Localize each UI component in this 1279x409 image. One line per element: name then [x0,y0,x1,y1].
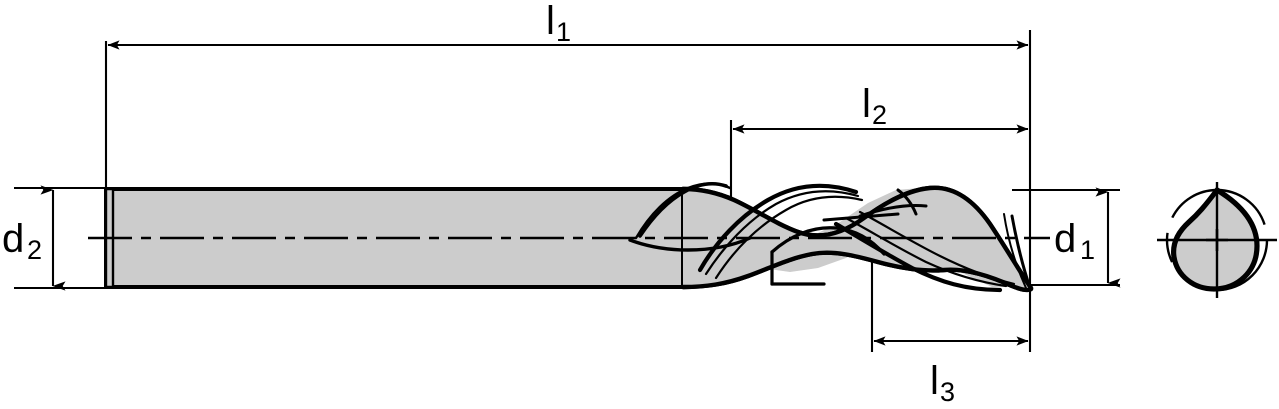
label-l1-main: l [546,0,555,43]
label-l3-main: l [930,359,939,403]
helix-land-line-3 [714,195,864,280]
flute-lower-outline-top [680,250,1034,293]
label-d2-subscript: 2 [27,235,42,265]
helix-land-line-4 [833,221,1003,293]
gash-curve [770,226,886,256]
helix-land-line-1 [697,183,859,273]
end-cross-section-view [1157,182,1277,298]
label-l2-subscript: 2 [872,100,887,130]
step-face-line [896,188,918,216]
tip-margin-line-1 [1010,214,1032,290]
label-l1-subscript: 1 [556,17,571,47]
flute-groove-edge-2 [634,182,732,240]
extension-lines [14,30,1120,352]
dimension-labels: l 1 l 2 l 3 d 2 d 1 [2,0,1095,407]
helix-land-line-5 [844,216,1008,288]
helix-land-line-2 [704,190,860,276]
step-shoulder-curve [628,236,752,252]
helix-land-line-6 [858,210,1016,286]
rake-face-curve [858,204,928,218]
tip-margin-line-2 [1003,213,1027,289]
label-d1-subscript: 1 [1080,235,1095,265]
label-l3-subscript: 3 [940,377,955,407]
label-d1-main: d [1054,217,1076,261]
label-l2-main: l [862,82,871,126]
dimension-lines [40,40,1121,346]
label-d2-main: d [2,217,24,261]
